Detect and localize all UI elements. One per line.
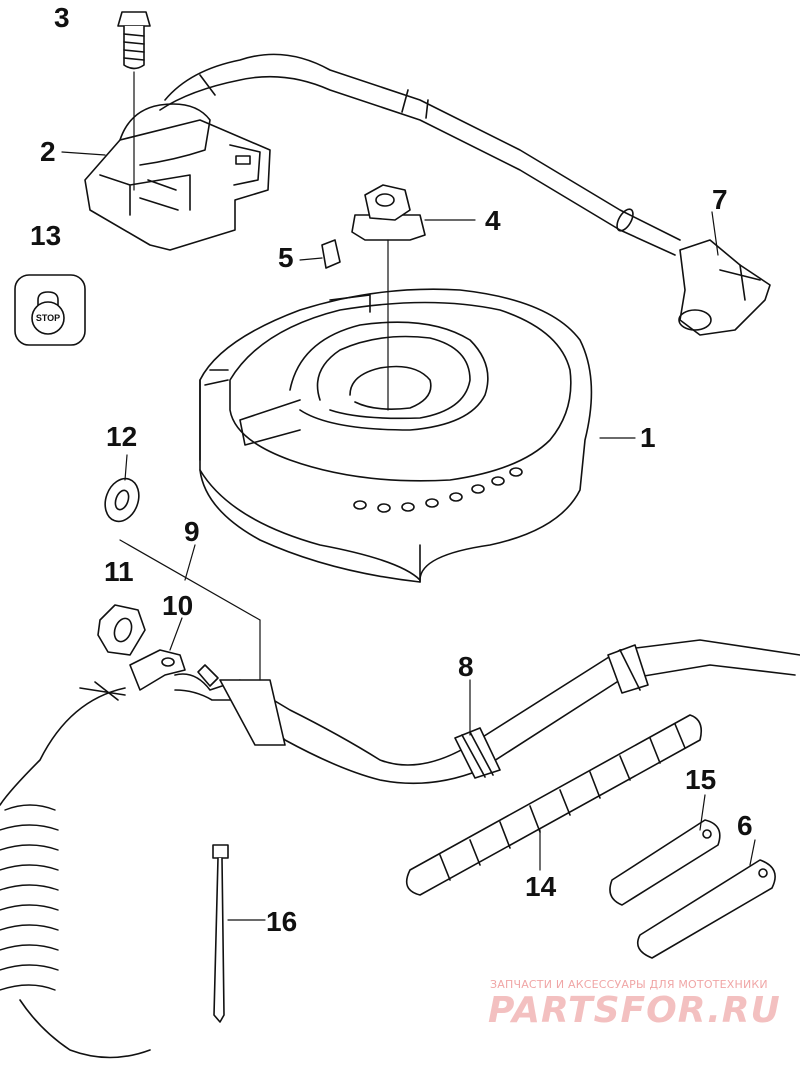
callout-5: 5 — [278, 242, 294, 273]
callout-16: 16 — [266, 906, 298, 937]
flywheel-part — [199, 288, 593, 583]
callout-2: 2 — [40, 136, 56, 167]
clip-part-15 — [609, 819, 721, 906]
lock-nut-part — [97, 604, 146, 656]
spiral-tube-part — [405, 714, 703, 896]
callout-15: 15 — [685, 764, 717, 795]
grommet-part — [454, 644, 649, 779]
ignition-coil-part — [84, 103, 271, 251]
callout-7: 7 — [712, 184, 728, 215]
watermark-tagline: ЗАПЧАСТИ И АКСЕССУАРЫ ДЛЯ МОТОТЕХНИКИ — [490, 978, 768, 991]
stop-switch-label: STOP — [36, 313, 60, 323]
bolt-part — [117, 11, 151, 191]
watermark-logo: PARTSFOR.RU — [488, 990, 781, 1031]
stop-switch-part — [14, 274, 86, 346]
terminal-part — [129, 649, 186, 691]
flywheel-nut-part — [351, 184, 426, 411]
washer-part — [104, 477, 140, 523]
callout-10: 10 — [162, 590, 194, 621]
stop-cable — [174, 639, 800, 785]
spark-plug-cap-part — [678, 239, 771, 336]
key-part — [321, 239, 341, 269]
callout-12: 12 — [106, 421, 138, 452]
callout-11: 11 — [104, 556, 134, 587]
callout-3: 3 — [54, 2, 70, 33]
flywheel-holes — [353, 467, 523, 513]
callout-6: 6 — [737, 810, 753, 841]
callout-1: 1 — [640, 422, 656, 453]
coiled-lanyard — [0, 681, 151, 1059]
callout-14: 14 — [525, 871, 557, 902]
callout-9: 9 — [184, 516, 200, 547]
ht-cable — [159, 53, 681, 256]
callout-8: 8 — [458, 651, 474, 682]
callout-4: 4 — [485, 205, 501, 236]
leader-lines — [61, 151, 756, 921]
cable-tie-part — [212, 844, 229, 1023]
callout-13: 13 — [30, 220, 62, 251]
clip-part-6 — [636, 859, 776, 959]
